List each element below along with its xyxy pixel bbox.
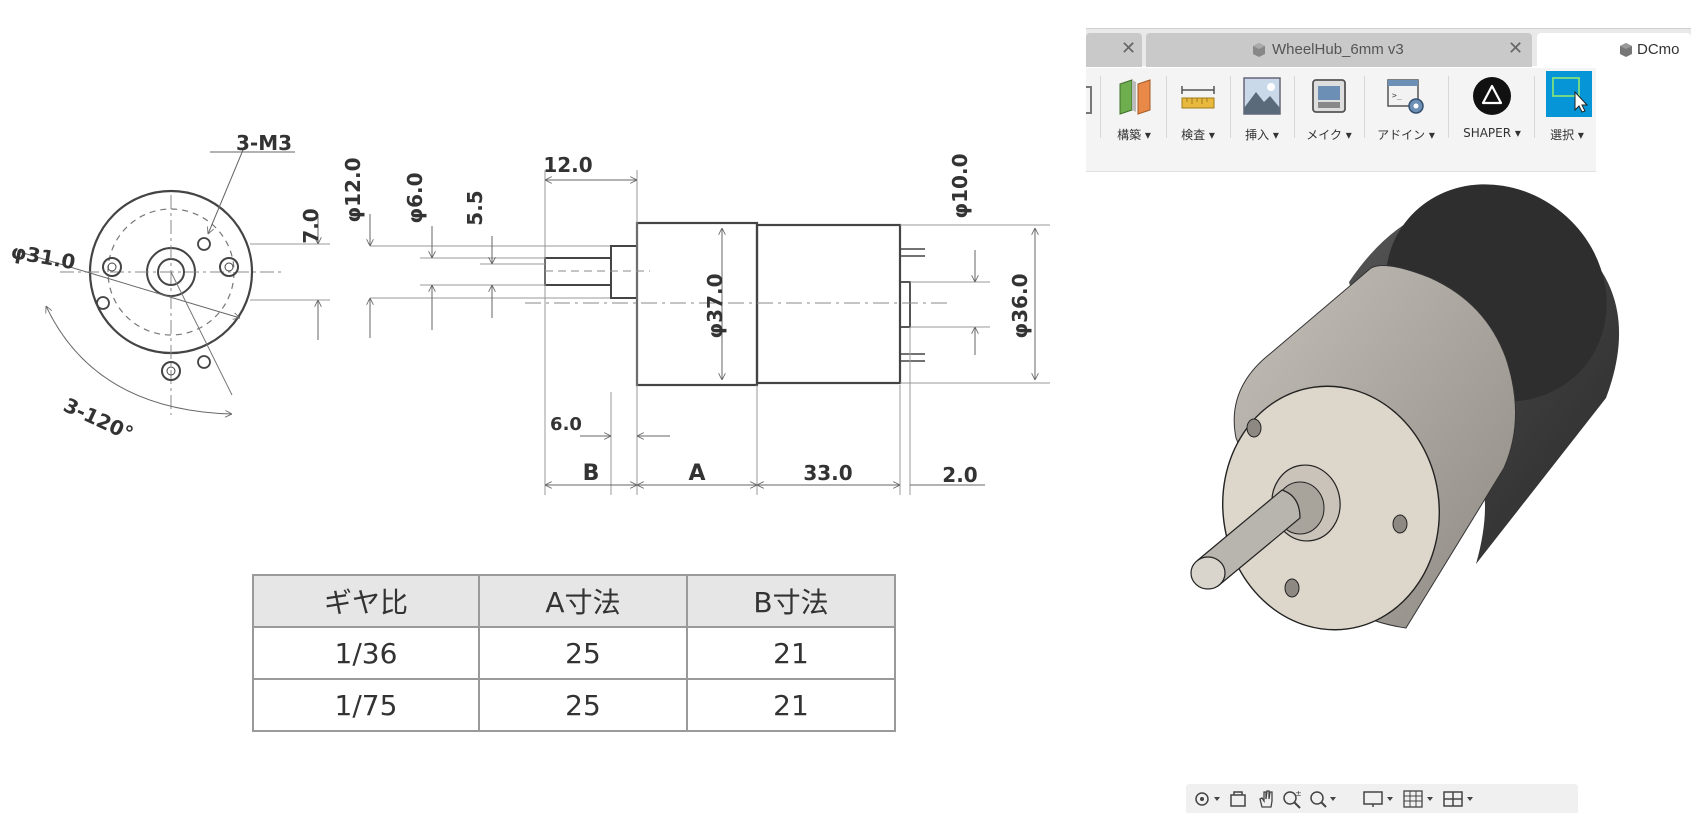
navigation-toolbar: ±	[1186, 784, 1578, 813]
zoom-icon[interactable]: ±	[1282, 789, 1302, 809]
ribbon-separator	[1448, 76, 1449, 138]
pitch-height-label: 7.0	[299, 208, 323, 243]
display-settings-icon[interactable]	[1362, 789, 1396, 809]
side-view	[370, 170, 1050, 495]
terminal-length-label: 2.0	[942, 463, 977, 487]
motor-model[interactable]	[1190, 178, 1651, 644]
ribbon-separator	[1364, 76, 1365, 138]
gear-ratio-table: ギヤ比 A寸法 B寸法 1/36 25 21 1/75 25 21	[252, 574, 896, 732]
tab-document-dcmotor[interactable]: DCmo	[1537, 33, 1691, 67]
ribbon-partial-left[interactable]	[1086, 68, 1100, 172]
tab-label: DCmo	[1637, 41, 1680, 58]
ribbon-construct[interactable]: 構築 ▾	[1104, 68, 1164, 172]
orbit-icon[interactable]	[1192, 789, 1222, 809]
document-icon	[1620, 43, 1632, 57]
ribbon-label: メイク ▾	[1306, 128, 1352, 142]
svg-text:±: ±	[1295, 789, 1302, 798]
table-row: 1/36 25 21	[252, 626, 896, 680]
look-at-icon[interactable]	[1228, 789, 1248, 809]
motor-technical-drawing: 3-M3 φ31.0 7.0 3-120°	[9, 131, 1050, 495]
close-icon[interactable]: ✕	[1121, 38, 1137, 58]
shaft-length-label: 12.0	[543, 153, 592, 177]
ribbon-label: SHAPER ▾	[1463, 126, 1521, 140]
terminal-diameter-label: φ10.0	[948, 154, 972, 219]
document-tab-bar: ✕ WheelHub_6mm v3 ✕ DCmo	[1086, 28, 1691, 67]
table-header: ギヤ比	[252, 574, 480, 628]
ribbon-label: 選択 ▾	[1550, 128, 1584, 142]
shaper-icon	[1473, 77, 1511, 115]
tab-label: WheelHub_6mm v3	[1272, 41, 1404, 58]
3d-viewport[interactable]	[1086, 178, 1691, 768]
make-icon	[1312, 79, 1346, 113]
table-cell: 25	[478, 678, 688, 732]
ribbon-inspect[interactable]: 検査 ▾	[1168, 68, 1228, 172]
outer-diameter-label: φ31.0	[9, 239, 77, 274]
ribbon-select[interactable]: 選択 ▾	[1538, 68, 1596, 172]
ribbon-separator	[1166, 76, 1167, 138]
insert-icon	[1243, 77, 1281, 115]
ribbon-separator	[1294, 76, 1295, 138]
toolbar-ribbon: 構築 ▾ 検査 ▾ 挿入 ▾	[1086, 68, 1596, 172]
ribbon-addins[interactable]: >_ アドイン ▾	[1366, 68, 1446, 172]
ribbon-label: 構築 ▾	[1117, 128, 1151, 142]
pan-icon[interactable]	[1256, 789, 1276, 809]
tab-document-wheelhub[interactable]: WheelHub_6mm v3 ✕	[1146, 33, 1532, 67]
table-header: A寸法	[478, 574, 688, 628]
table-cell: 1/36	[252, 626, 480, 680]
flange-length-label: 6.0	[550, 414, 582, 435]
grid-settings-icon[interactable]	[1402, 789, 1436, 809]
thread-label: 3-M3	[236, 131, 292, 155]
dimension-b-label: B	[583, 461, 600, 486]
angle-label: 3-120°	[60, 393, 137, 446]
svg-text:>_: >_	[1392, 91, 1402, 100]
motor-length-label: 33.0	[803, 461, 852, 485]
table-header: B寸法	[686, 574, 896, 628]
dimension-a-label: A	[688, 461, 705, 486]
table-cell: 1/75	[252, 678, 480, 732]
back-diameter-label: φ36.0	[1008, 274, 1032, 339]
ribbon-separator	[1100, 76, 1101, 138]
table-cell: 21	[686, 626, 896, 680]
table-cell: 21	[686, 678, 896, 732]
viewports-icon[interactable]	[1442, 789, 1476, 809]
ribbon-separator	[1230, 76, 1231, 138]
ribbon-label: アドイン ▾	[1377, 128, 1435, 142]
ribbon-separator	[1534, 76, 1535, 138]
table-header-row: ギヤ比 A寸法 B寸法	[252, 574, 896, 628]
tab-document-previous[interactable]: ✕	[1086, 33, 1142, 67]
ribbon-insert[interactable]: 挿入 ▾	[1232, 68, 1292, 172]
body-diameter-label: φ37.0	[703, 274, 727, 339]
shaft	[1197, 489, 1301, 587]
ribbon-label: 挿入 ▾	[1245, 128, 1279, 142]
document-icon	[1253, 43, 1265, 57]
table-cell: 25	[478, 626, 688, 680]
addin-icon: >_	[1387, 79, 1424, 114]
flange-diameter-label: φ12.0	[341, 158, 365, 223]
select-icon	[1552, 77, 1589, 113]
fit-icon[interactable]	[1308, 789, 1338, 809]
ribbon-label: 検査 ▾	[1181, 128, 1215, 142]
inspect-icon	[1181, 86, 1215, 109]
ribbon-make[interactable]: メイク ▾	[1296, 68, 1362, 172]
shaft-diameter-label: φ6.0	[403, 172, 427, 223]
ribbon-shaper[interactable]: SHAPER ▾	[1452, 68, 1532, 172]
flat-label: 5.5	[463, 190, 487, 225]
table-row: 1/75 25 21	[252, 678, 896, 732]
construct-icon	[1119, 79, 1151, 115]
front-view	[19, 149, 330, 415]
close-icon[interactable]: ✕	[1508, 38, 1524, 58]
cad-window: ✕ WheelHub_6mm v3 ✕ DCmo	[1086, 28, 1691, 813]
